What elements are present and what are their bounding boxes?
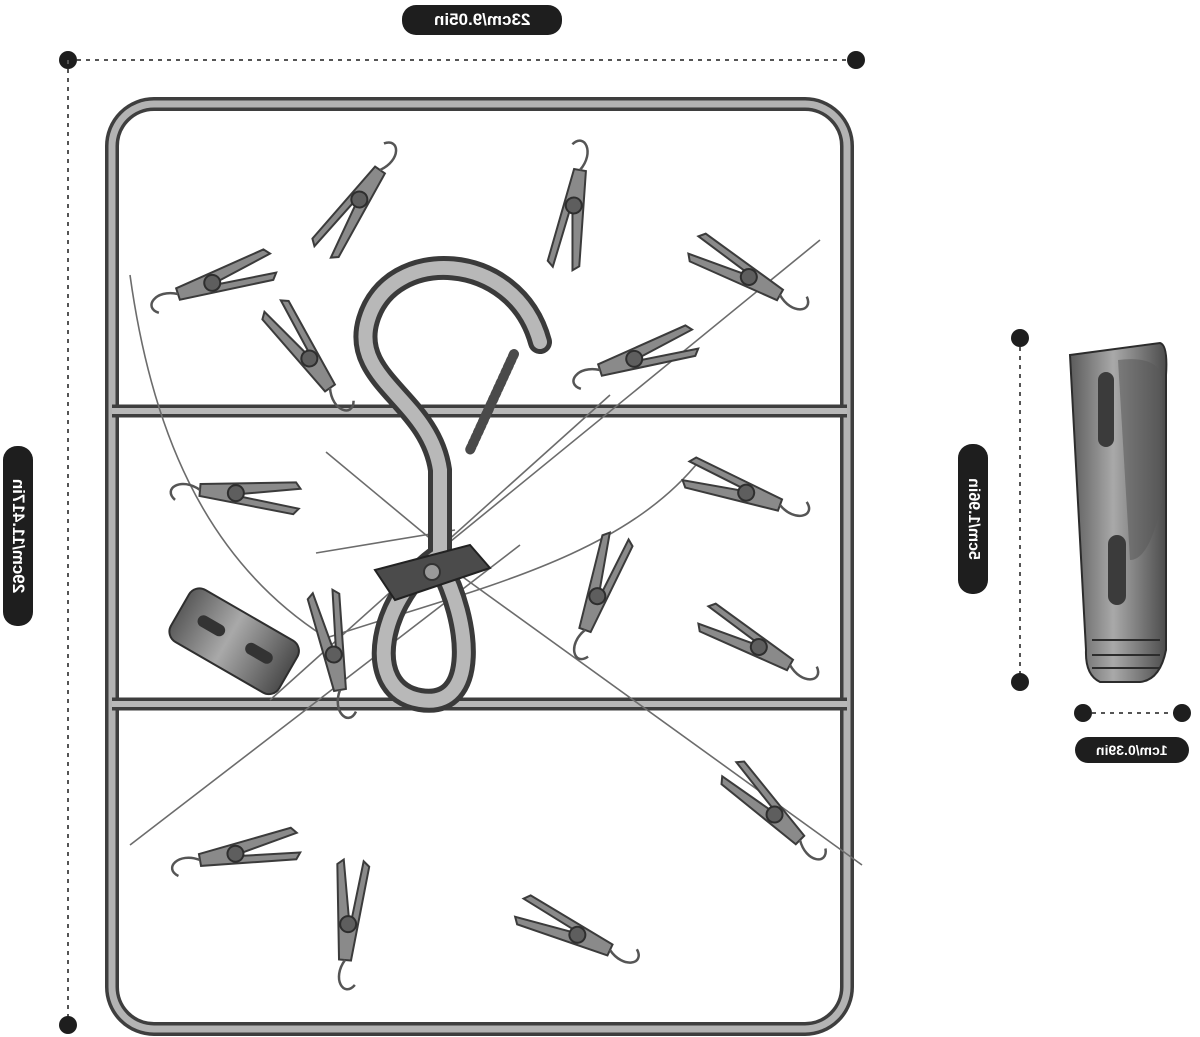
clothespin-clip — [258, 295, 361, 423]
clothespin-clip — [511, 891, 645, 978]
clothespin-clip — [308, 135, 411, 263]
clothespin-clip — [679, 454, 814, 532]
clothespin-clip — [167, 825, 303, 883]
height-dimension-line — [59, 60, 77, 1034]
clothespin-clip — [144, 246, 280, 320]
clothespin-clip — [566, 322, 702, 396]
flat-clip — [168, 587, 300, 696]
clothespin-clip — [694, 599, 825, 695]
clothespin-clip — [684, 229, 815, 325]
width-dimension-label: 23cm/9.05in — [402, 5, 562, 35]
clip-width-dimension-label: 1cm/0.39in — [1075, 737, 1189, 763]
hook-plate — [373, 543, 492, 602]
clothespin-clip — [558, 529, 636, 664]
hanger-frame — [105, 97, 854, 1036]
clothespin-clip — [325, 857, 371, 992]
single-clip — [1068, 341, 1168, 683]
clothespin-clip — [545, 137, 603, 273]
clip-height-dimension-label: 5cm/1.96in — [958, 444, 988, 594]
clip-height-dimension-line — [1011, 329, 1029, 691]
clothespin-clip — [168, 470, 303, 516]
s-hook — [353, 256, 552, 713]
clip-width-dimension-line — [1074, 704, 1191, 722]
width-dimension-line — [59, 51, 865, 69]
clothespin-clip — [716, 756, 834, 874]
height-dimension-label: 29cm/11.417in — [3, 446, 33, 626]
